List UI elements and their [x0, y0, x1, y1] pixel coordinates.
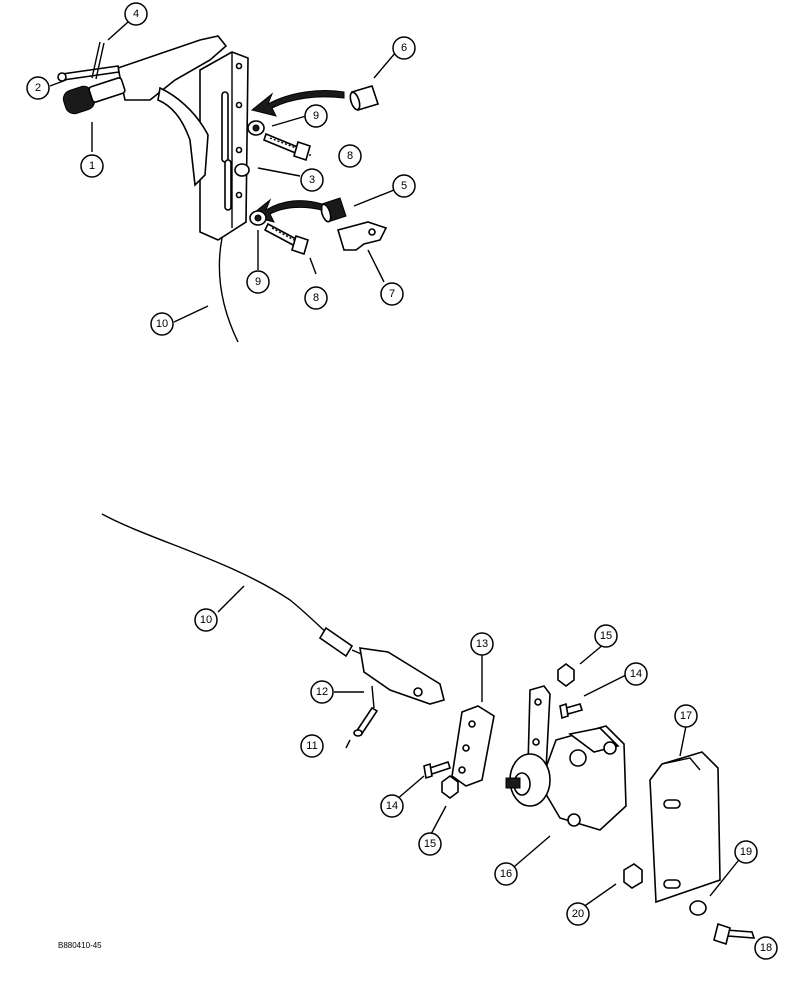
svg-text:19: 19	[740, 846, 752, 858]
svg-text:10: 10	[200, 614, 212, 626]
callout-4: 4	[124, 2, 148, 26]
svg-text:18: 18	[760, 942, 772, 954]
throttle-knob	[62, 77, 126, 115]
svg-text:15: 15	[424, 838, 436, 850]
bolt-18	[713, 922, 756, 946]
callout-1: 1	[80, 154, 104, 178]
governor	[505, 725, 627, 831]
callout-19: 19	[734, 840, 758, 864]
callout-14-upper: 14	[624, 662, 648, 686]
callout-9-upper: 9	[304, 104, 328, 128]
svg-text:11: 11	[306, 740, 317, 752]
spacer-sleeve	[349, 85, 380, 111]
svg-text:4: 4	[133, 8, 139, 20]
svg-text:14: 14	[386, 800, 398, 812]
svg-text:16: 16	[500, 868, 512, 880]
cotter-pin	[91, 41, 105, 80]
callout-2: 2	[26, 76, 50, 100]
bolt-14-upper	[559, 702, 584, 720]
nut-15-lower	[441, 775, 459, 799]
callout-17: 17	[674, 704, 698, 728]
callout-10-upper: 10	[150, 312, 174, 336]
callout-7: 7	[380, 282, 404, 306]
callout-8-upper: 8	[338, 144, 362, 168]
throttle-cable-lower	[101, 513, 331, 637]
callout-13: 13	[470, 632, 494, 656]
nut-20	[623, 863, 643, 889]
spacer-5	[320, 197, 347, 223]
svg-text:9: 9	[313, 110, 319, 122]
hand-throttle-assembly	[57, 35, 388, 343]
bolt-upper	[263, 132, 311, 162]
callout-20: 20	[566, 902, 590, 926]
washer-19	[689, 900, 707, 916]
svg-text:14: 14	[630, 668, 642, 680]
nut-15-upper	[557, 663, 575, 687]
callout-16: 16	[494, 862, 518, 886]
pin	[61, 65, 120, 81]
svg-text:6: 6	[401, 42, 407, 54]
svg-text:1: 1	[89, 160, 95, 172]
assembly-arrow-upper	[250, 90, 345, 117]
svg-text:9: 9	[255, 276, 261, 288]
svg-text:20: 20	[572, 908, 584, 920]
clevis-pin-12	[371, 685, 375, 709]
callout-18: 18	[754, 936, 778, 960]
callout-3: 3	[300, 168, 324, 192]
svg-text:3: 3	[309, 174, 315, 186]
cable-clamp	[336, 221, 388, 251]
svg-text:10: 10	[156, 318, 168, 330]
svg-text:15: 15	[600, 630, 612, 642]
clevis	[359, 647, 445, 705]
svg-text:5: 5	[401, 180, 407, 192]
callout-6: 6	[392, 36, 416, 60]
link-plate	[451, 705, 495, 787]
callout-10-lower: 10	[194, 608, 218, 632]
svg-text:17: 17	[680, 710, 692, 722]
callout-15-lower: 15	[418, 832, 442, 856]
callout-12: 12	[310, 680, 334, 704]
svg-text:7: 7	[389, 288, 395, 300]
callout-15-upper: 15	[594, 624, 618, 648]
bolt-lower	[263, 222, 309, 256]
callout-8-lower: 8	[304, 286, 328, 310]
throttle-cable-upper	[218, 237, 239, 343]
figure-reference: B880410-45	[58, 941, 102, 950]
svg-text:12: 12	[316, 686, 328, 698]
washer-3	[234, 163, 250, 177]
svg-text:8: 8	[313, 292, 319, 304]
governor-linkage-assembly	[101, 513, 756, 946]
svg-text:8: 8	[347, 150, 353, 162]
svg-text:13: 13	[476, 638, 488, 650]
svg-text:2: 2	[35, 82, 41, 94]
throttle-lever	[117, 35, 228, 101]
callout-5: 5	[392, 174, 416, 198]
mounting-bracket	[649, 751, 721, 904]
callout-14-lower: 14	[380, 794, 404, 818]
bolt-14-lower	[423, 760, 452, 780]
callout-11: 11	[300, 734, 324, 758]
callout-9-lower: 9	[246, 270, 270, 294]
